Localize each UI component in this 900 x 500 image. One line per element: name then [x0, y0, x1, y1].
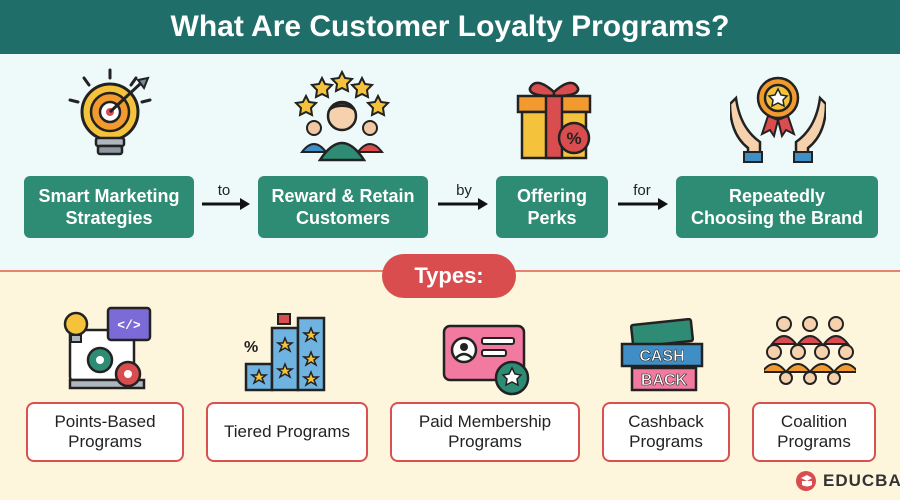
- arrow-right-icon: [202, 198, 250, 210]
- step-label-line2: Choosing the Brand: [691, 208, 863, 228]
- type-label-line1: Coalition: [780, 411, 848, 431]
- step-label-line1: Reward & Retain: [271, 185, 415, 206]
- cashback-icon: CASH BACK: [620, 318, 704, 392]
- brand-logo: EDUCBA: [795, 470, 900, 492]
- arrow-right-icon: [438, 198, 488, 210]
- step-label-line2: Perks: [527, 208, 577, 228]
- type-label-line1: Paid Membership: [418, 411, 552, 431]
- code-tag-text: </>: [117, 318, 141, 333]
- step-label-line1: Smart Marketing: [38, 185, 180, 206]
- connector-by: by: [456, 182, 472, 199]
- cashback-line2: BACK: [641, 372, 688, 389]
- brand-logo-icon: [796, 471, 816, 491]
- target-bulb-icon: [68, 68, 152, 156]
- step-label-line1: Repeatedly: [728, 185, 826, 206]
- cashback-line1: CASH: [639, 348, 684, 365]
- step-label-line2: Strategies: [65, 208, 153, 228]
- percent-sign: %: [244, 339, 258, 356]
- points-tech-icon: </>: [63, 306, 152, 390]
- type-label-line1: Tiered Programs: [224, 421, 350, 441]
- rewarded-customer-icon: [293, 70, 391, 162]
- percent-sign: %: [566, 129, 581, 148]
- arrow-right-icon: [618, 198, 668, 210]
- type-label-line2: Programs: [448, 432, 522, 451]
- connector-to: to: [217, 182, 231, 199]
- step-label-line1: Offering: [517, 185, 587, 206]
- type-label-line1: Points-Based: [54, 411, 156, 431]
- step-label-line2: Customers: [295, 208, 390, 228]
- gift-box-icon: %: [516, 81, 592, 160]
- membership-card-icon: [442, 324, 530, 396]
- types-heading: Types:: [382, 254, 516, 298]
- coalition-group-icon: [764, 316, 856, 385]
- type-label-line2: Programs: [777, 432, 851, 451]
- page-title: What Are Customer Loyalty Programs?: [0, 0, 900, 54]
- type-label-line2: Programs: [629, 432, 703, 451]
- type-label-line1: Cashback: [628, 411, 704, 431]
- type-tiered: Tiered Programs: [206, 402, 368, 462]
- connector-for: for: [633, 182, 651, 199]
- tiered-blocks-icon: %: [244, 313, 326, 392]
- award-hands-icon: [730, 76, 826, 163]
- brand-name: EDUCBA: [823, 471, 900, 490]
- type-label-line2: Programs: [68, 432, 142, 451]
